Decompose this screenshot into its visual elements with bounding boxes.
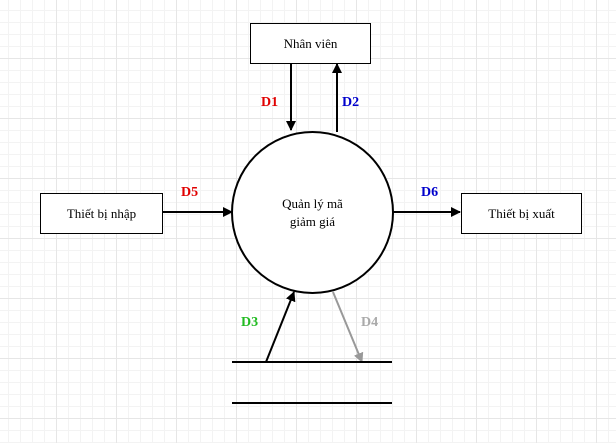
entity-input-device[interactable]: Thiết bị nhập xyxy=(40,193,163,234)
entity-input-device-label: Thiết bị nhập xyxy=(66,205,137,221)
flow-label-d3: D3 xyxy=(241,315,259,330)
flow-label-d2: D2 xyxy=(342,95,360,110)
flow-label-d5: D5 xyxy=(181,185,199,200)
flow-d3-arrow xyxy=(265,291,296,363)
process-circle[interactable]: Quản lý mã giảm giá xyxy=(231,131,394,294)
entity-employee-label: Nhân viên xyxy=(283,35,338,51)
entity-output-device-label: Thiết bị xuất xyxy=(488,205,555,221)
process-label-line2: giảm giá xyxy=(289,213,336,229)
entity-output-device[interactable]: Thiết bị xuất xyxy=(461,193,582,234)
flow-d4-arrow xyxy=(332,291,364,363)
flow-label-d1: D1 xyxy=(261,95,279,110)
flow-label-d6: D6 xyxy=(421,185,439,200)
process-label-line1: Quản lý mã xyxy=(282,195,343,211)
flow-label-d4: D4 xyxy=(361,315,379,330)
entity-employee[interactable]: Nhân viên xyxy=(250,23,371,64)
